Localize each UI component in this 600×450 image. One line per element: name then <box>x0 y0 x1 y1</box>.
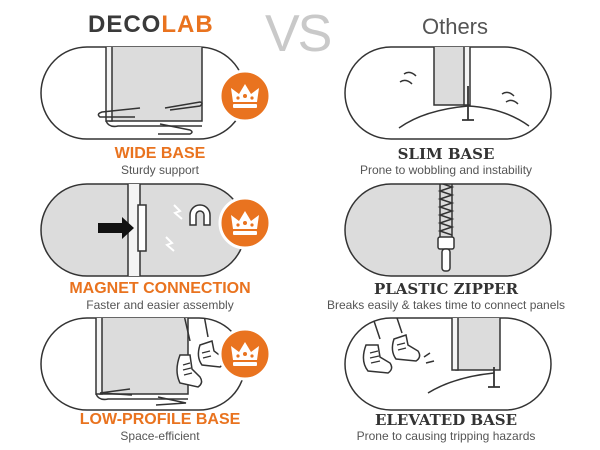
brand-prefix: DECO <box>88 11 162 38</box>
low-profile-base-illustration <box>40 317 290 412</box>
crown-icon <box>218 327 272 381</box>
wide-base-subtitle: Sturdy support <box>120 163 200 177</box>
magnet-connection-subtitle: Faster and easier assembly <box>86 298 234 312</box>
magnet-connection-title: MAGNET CONNECTION <box>69 280 251 297</box>
slim-base-illustration <box>344 46 554 141</box>
slim-base-title: SLIM BASE <box>397 145 495 163</box>
crown-badge <box>218 69 272 128</box>
elevated-base-subtitle: Prone to causing tripping hazards <box>356 429 536 443</box>
magnet-connection-illustration <box>40 183 290 278</box>
low-profile-base-subtitle: Space-efficient <box>120 429 200 443</box>
crown-icon <box>218 196 272 250</box>
elevated-base-illustration <box>344 317 554 412</box>
vs-label: VS <box>265 5 332 63</box>
crown-badge <box>218 196 272 255</box>
plastic-zipper-subtitle: Breaks easily & takes time to connect pa… <box>326 298 566 312</box>
brand-logo: DECOLAB <box>88 10 218 40</box>
others-label: Others <box>421 14 489 39</box>
slim-base-subtitle: Prone to wobbling and instability <box>359 163 533 177</box>
plastic-zipper-illustration <box>344 183 554 278</box>
crown-icon <box>218 69 272 123</box>
brand-suffix: LAB <box>161 11 214 38</box>
wide-base-title: WIDE BASE <box>114 145 206 162</box>
plastic-zipper-title: PLASTIC ZIPPER <box>373 280 519 298</box>
elevated-base-title: ELEVATED BASE <box>374 411 518 429</box>
crown-badge <box>218 327 272 386</box>
low-profile-base-title: LOW-PROFILE BASE <box>79 411 241 428</box>
